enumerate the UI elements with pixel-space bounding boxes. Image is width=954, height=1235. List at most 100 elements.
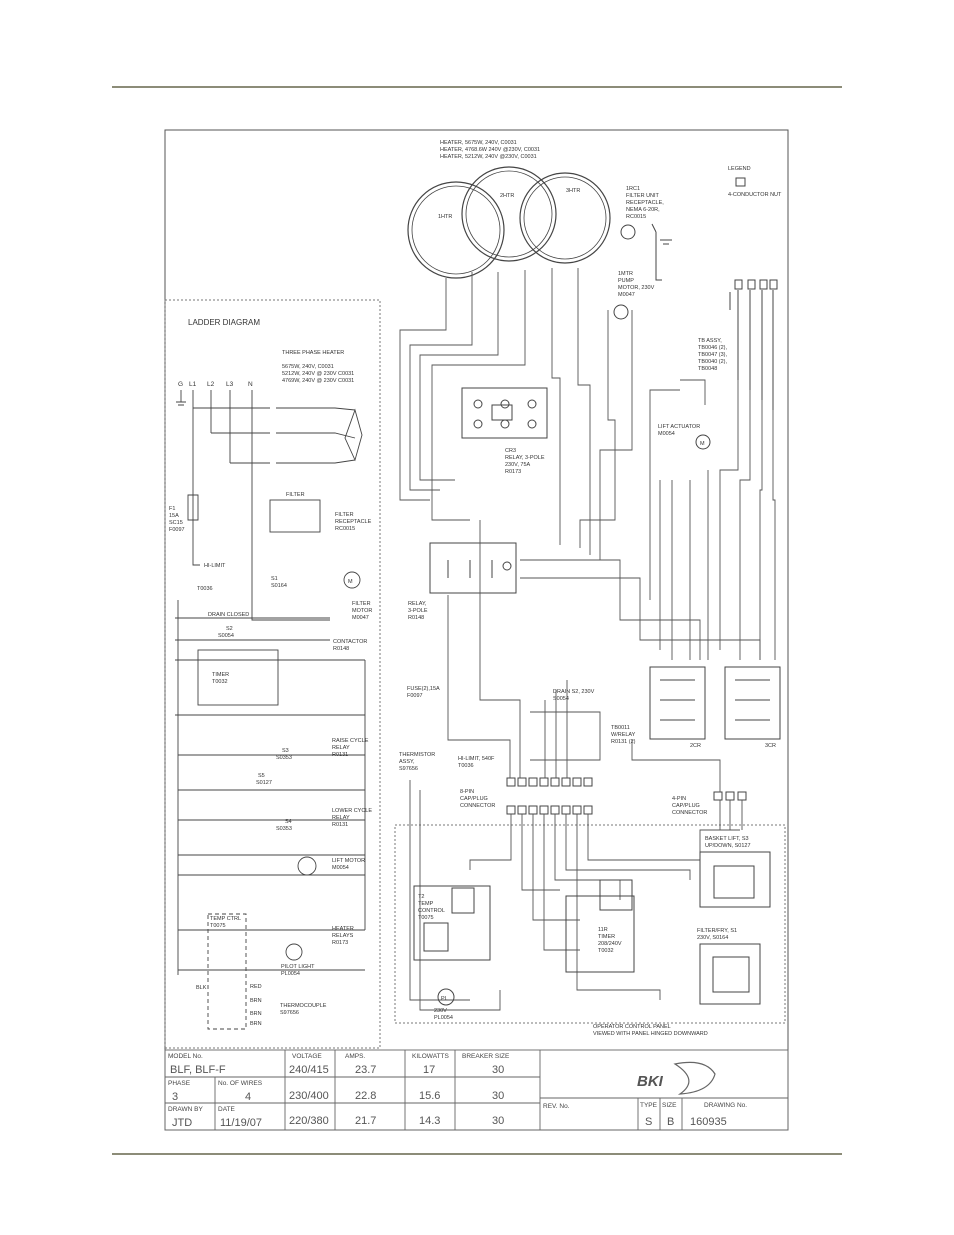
svg-text:RECEPTACLE: RECEPTACLE [335, 519, 372, 525]
svg-text:S0353: S0353 [276, 826, 292, 832]
svg-text:15A: 15A [169, 513, 179, 519]
svg-text:S: S [645, 1116, 652, 1128]
svg-text:8-PIN: 8-PIN [460, 789, 474, 795]
svg-text:OPERATOR CONTROL PANEL: OPERATOR CONTROL PANEL [593, 1024, 671, 1030]
temp-control [413, 885, 491, 961]
svg-text:21.7: 21.7 [355, 1115, 376, 1127]
svg-text:208/240V: 208/240V [598, 941, 622, 947]
svg-text:MOTOR: MOTOR [352, 608, 372, 614]
svg-text:PL0054: PL0054 [281, 971, 300, 977]
svg-text:R0131: R0131 [332, 752, 348, 758]
svg-text:TB ASSY,: TB ASSY, [698, 338, 722, 344]
svg-text:SC15: SC15 [169, 520, 183, 526]
lift-actuator-motor [695, 434, 711, 450]
svg-text:L2: L2 [207, 381, 215, 388]
model-value: BLF, BLF-F [170, 1064, 226, 1076]
htr3-label: 3HTR [566, 188, 580, 194]
svg-text:G: G [178, 381, 183, 388]
svg-text:RC0015: RC0015 [626, 214, 646, 220]
top-rule [112, 86, 842, 88]
terminal-block [729, 279, 778, 410]
svg-text:BKI: BKI [637, 1073, 664, 1090]
svg-text:15.6: 15.6 [419, 1090, 440, 1102]
svg-text:230/400: 230/400 [289, 1090, 329, 1102]
svg-text:S0054: S0054 [218, 633, 234, 639]
basket-lift-switch [699, 851, 771, 908]
svg-text:MOTOR, 230V: MOTOR, 230V [618, 285, 655, 291]
svg-text:RAISE CYCLE: RAISE CYCLE [332, 738, 369, 744]
svg-text:RELAY: RELAY [332, 815, 350, 821]
htr2-label: 2HTR [500, 193, 514, 199]
svg-text:TIMER: TIMER [212, 672, 229, 678]
svg-text:S2: S2 [226, 626, 233, 632]
svg-text:LIFT MOTOR: LIFT MOTOR [332, 858, 365, 864]
filter-fry-switch [699, 943, 761, 1005]
connector-rows [506, 777, 747, 815]
svg-text:NEMA 6-20R,: NEMA 6-20R, [626, 207, 660, 213]
svg-text:ASSY,: ASSY, [399, 759, 415, 765]
svg-text:T0036: T0036 [458, 763, 474, 769]
timer-module [565, 879, 635, 973]
svg-text:L1: L1 [189, 381, 197, 388]
svg-text:LIFT ACTUATOR: LIFT ACTUATOR [658, 424, 700, 430]
heater-line-1: HEATER, 5675W, 240V, C0031 [440, 140, 517, 146]
svg-text:22.8: 22.8 [355, 1090, 376, 1102]
svg-text:RELAY: RELAY [332, 745, 350, 751]
svg-text:T0075: T0075 [418, 915, 434, 921]
svg-text:3: 3 [172, 1091, 178, 1103]
svg-text:L3: L3 [226, 381, 234, 388]
svg-text:THERMISTOR: THERMISTOR [399, 752, 435, 758]
svg-text:230V: 230V [434, 1008, 447, 1014]
svg-text:CAP/PLUG: CAP/PLUG [460, 796, 488, 802]
svg-text:TB0011: TB0011 [611, 725, 630, 731]
svg-text:T2: T2 [418, 894, 424, 900]
svg-text:TEMP CTRL: TEMP CTRL [210, 916, 241, 922]
svg-text:230V, 75A: 230V, 75A [505, 462, 531, 468]
svg-text:BREAKER SIZE: BREAKER SIZE [462, 1053, 510, 1060]
svg-text:30: 30 [492, 1064, 504, 1076]
svg-text:TB0046 (2),: TB0046 (2), [698, 345, 728, 351]
svg-text:3-POLE: 3-POLE [408, 608, 428, 614]
svg-text:S3: S3 [282, 748, 289, 754]
title-block [164, 1049, 789, 1131]
relay-3pole [429, 542, 517, 594]
svg-text:FILTER UNIT: FILTER UNIT [626, 193, 660, 199]
svg-text:PL0054: PL0054 [434, 1015, 453, 1021]
svg-text:CONNECTOR: CONNECTOR [672, 810, 707, 816]
heater-element-2 [461, 166, 557, 262]
svg-text:RELAY,: RELAY, [408, 601, 427, 607]
svg-text:SIZE: SIZE [662, 1102, 677, 1109]
svg-text:FUSE(2),15A: FUSE(2),15A [407, 686, 440, 692]
svg-text:REV. No.: REV. No. [543, 1103, 570, 1110]
svg-text:F0097: F0097 [407, 693, 423, 699]
svg-text:CONTACTOR: CONTACTOR [333, 639, 367, 645]
wiring-harness [399, 268, 776, 1011]
svg-text:BASKET LIFT, S3: BASKET LIFT, S3 [705, 836, 749, 842]
svg-text:B: B [667, 1116, 674, 1128]
svg-text:No. OF WIRES: No. OF WIRES [218, 1080, 263, 1087]
svg-text:LOWER CYCLE: LOWER CYCLE [332, 808, 372, 814]
heater-line-3: HEATER, 5212W, 240V @230V, C0031 [440, 154, 537, 160]
legend-item: 4-CONDUCTOR NUT [728, 192, 782, 198]
drawing-number: 160935 [690, 1116, 727, 1128]
pilot-light [437, 988, 455, 1006]
svg-text:THERMOCOUPLE: THERMOCOUPLE [280, 1003, 327, 1009]
svg-text:30: 30 [492, 1115, 504, 1127]
svg-text:5675W, 240V, C0031: 5675W, 240V, C0031 [282, 364, 334, 370]
relay-sockets [649, 666, 781, 740]
model-header: MODEL No. [168, 1053, 203, 1060]
svg-text:S97656: S97656 [399, 766, 418, 772]
svg-text:CAP/PLUG: CAP/PLUG [672, 803, 700, 809]
heater-element-1 [407, 181, 505, 279]
svg-text:BRN: BRN [250, 1011, 262, 1017]
svg-text:R0131 (2): R0131 (2) [611, 739, 636, 745]
svg-text:BRN: BRN [250, 1021, 262, 1027]
svg-text:S1: S1 [271, 576, 278, 582]
filter-unit: 1RC1 FILTER UNIT RECEPTACLE, NEMA 6-20R,… [620, 186, 672, 281]
svg-text:FILTER/FRY, S1: FILTER/FRY, S1 [697, 928, 737, 934]
svg-text:RC0015: RC0015 [335, 526, 355, 532]
svg-text:4769W, 240V @ 230V C0031: 4769W, 240V @ 230V C0031 [282, 378, 354, 384]
svg-text:N: N [248, 381, 253, 388]
svg-text:M0054: M0054 [658, 431, 675, 437]
svg-text:DATE: DATE [218, 1106, 236, 1113]
